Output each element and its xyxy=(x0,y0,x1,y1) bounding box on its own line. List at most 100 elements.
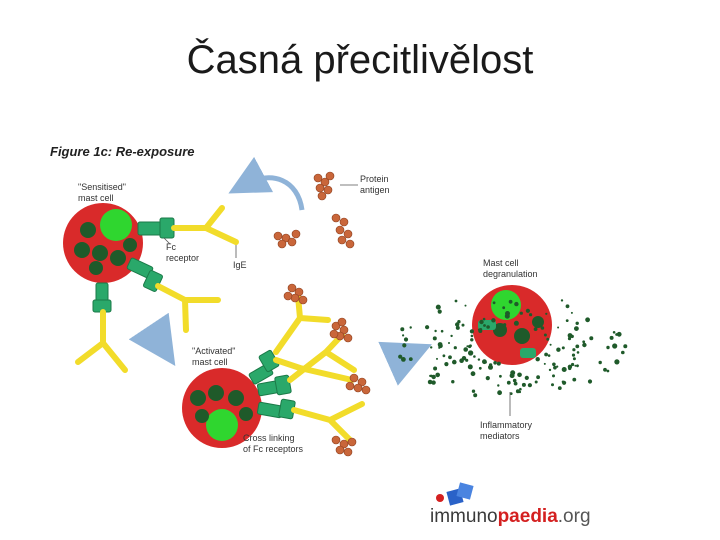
mediator-granule xyxy=(473,355,476,358)
mediator-granule xyxy=(482,317,486,321)
mediator-granule xyxy=(464,304,467,307)
logo-text-immuno: immuno xyxy=(430,506,498,527)
mediator-granule xyxy=(540,326,545,330)
mediator-granule xyxy=(477,358,481,361)
fc-receptors-activated xyxy=(248,349,296,420)
mediator-granule xyxy=(515,389,520,394)
activated-mast-cell xyxy=(182,368,262,448)
crosslink-label-line1: Cross linking xyxy=(243,433,295,443)
mediator-granule xyxy=(587,379,593,384)
mediator-granule xyxy=(470,334,474,338)
mediator-granule xyxy=(614,359,620,365)
mediator-granule xyxy=(455,322,460,327)
fc-label-line1: Fc xyxy=(166,242,176,252)
mediator-granule xyxy=(438,346,441,349)
mediator-granule xyxy=(527,383,533,388)
mediator-granule xyxy=(486,325,490,329)
mediator-granule xyxy=(469,329,474,334)
mediator-granule xyxy=(585,317,590,323)
mediator-granule xyxy=(435,304,441,310)
mediator-granule xyxy=(499,374,502,378)
crosslink-label-line2: of Fc receptors xyxy=(243,444,304,454)
mediator-granule xyxy=(500,325,504,328)
mediator-granule xyxy=(442,354,446,358)
mediator-granule xyxy=(509,392,513,395)
mediator-granule xyxy=(401,357,406,362)
mediator-granule xyxy=(519,311,523,315)
mediator-granule xyxy=(470,371,476,377)
mediator-granule xyxy=(448,342,450,344)
mediator-granule xyxy=(470,338,474,342)
mediator-granule xyxy=(552,362,556,367)
sensitised-label-line2: mast cell xyxy=(78,193,114,203)
mediator-granule xyxy=(427,379,433,385)
mediator-granule xyxy=(575,344,580,349)
mediator-granule xyxy=(432,336,437,341)
mediator-granule xyxy=(572,377,577,382)
mediator-granule xyxy=(437,342,443,347)
slide-title: Časná přecitlivělost xyxy=(186,38,534,82)
mediator-granule xyxy=(548,368,552,372)
mediator-granule xyxy=(565,304,570,309)
mediator-granule xyxy=(615,333,618,336)
mediator-granule xyxy=(623,344,628,349)
ige-antibodies-sensitised xyxy=(75,205,239,373)
mediator-granule xyxy=(483,324,486,327)
mediator-granule xyxy=(582,342,587,348)
mediator-granule xyxy=(497,384,500,387)
mediator-granule xyxy=(513,381,518,386)
mediator-granule xyxy=(431,380,436,385)
mediators-label-line2: mediators xyxy=(480,431,520,441)
mediator-granule xyxy=(452,359,457,365)
mediator-granule xyxy=(488,363,493,367)
mediator-granule xyxy=(455,325,460,330)
mediator-granule xyxy=(431,374,436,380)
mediator-granule xyxy=(450,334,453,338)
mediator-granule xyxy=(547,354,551,357)
mediator-granule xyxy=(525,308,531,313)
mediator-granule xyxy=(496,361,501,366)
mediator-granule xyxy=(466,345,469,348)
mediator-granule xyxy=(478,366,482,370)
mediator-granule xyxy=(609,335,614,340)
mediator-granule xyxy=(436,357,438,360)
mediator-granule xyxy=(453,346,457,350)
mediator-granule xyxy=(606,345,610,350)
mediator-granule xyxy=(571,362,575,367)
mediator-granule xyxy=(560,299,564,302)
mediator-granule xyxy=(557,386,562,390)
mediator-granule xyxy=(506,380,511,385)
ige-label: IgE xyxy=(233,260,247,270)
mediator-granule xyxy=(402,334,405,337)
mediator-granule xyxy=(561,367,567,372)
mediators-label-line1: Inflammatory xyxy=(480,420,533,430)
mediator-granule xyxy=(533,327,538,331)
mediator-granule xyxy=(574,364,577,367)
mediator-granule xyxy=(612,343,618,349)
mediator-granule xyxy=(519,387,522,391)
mediator-granule xyxy=(434,329,437,333)
mediator-granule xyxy=(529,313,533,317)
mediator-granule xyxy=(552,374,555,378)
mediator-granule xyxy=(400,327,405,332)
mediator-granule xyxy=(478,329,483,333)
mediator-granule xyxy=(535,322,538,325)
mediator-granule xyxy=(518,373,522,377)
degranulation-label-line1: Mast cell xyxy=(483,258,519,268)
mediator-granule xyxy=(534,380,538,384)
activated-label-line2: mast cell xyxy=(192,357,228,367)
mediator-granule xyxy=(491,318,496,323)
mediator-granule xyxy=(576,351,580,354)
mediator-granule xyxy=(430,346,433,349)
mediator-granule xyxy=(479,319,484,325)
mediator-granule xyxy=(574,326,579,331)
mediator-granule xyxy=(524,375,529,380)
mediator-granule xyxy=(505,311,510,316)
fc-label-line2: receptor xyxy=(166,253,199,263)
mediator-granule xyxy=(603,367,607,372)
mediator-granule xyxy=(616,331,622,337)
mediator-granule xyxy=(463,347,469,352)
antigen-label-line2: antigen xyxy=(360,185,390,195)
mediator-granule xyxy=(543,333,547,337)
